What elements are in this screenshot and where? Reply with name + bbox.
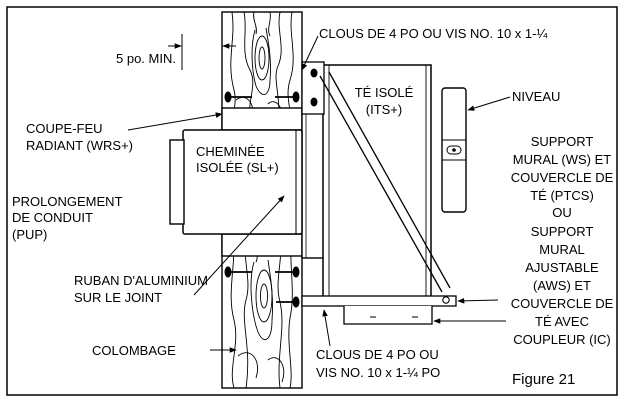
- screw-icon: [310, 97, 318, 107]
- label-tape-2: SUR LE JOINT: [74, 290, 162, 305]
- label-chimney-2: ISOLÉE (SL+): [196, 160, 279, 175]
- label-insulated-tee-2: (ITS+): [366, 102, 402, 117]
- insulated-chimney: [182, 129, 303, 235]
- label-support-2: MURAL (WS) ET: [513, 152, 612, 167]
- label-min-clearance: 5 po. MIN.: [116, 51, 176, 66]
- label-support-8: AJUSTABLE: [525, 260, 599, 275]
- figure-number: Figure 21: [512, 371, 575, 388]
- level-tool: [441, 87, 467, 213]
- label-support-6: SUPPORT: [531, 224, 594, 239]
- leader-lines: [127, 35, 511, 353]
- label-nails-top: CLOUS DE 4 PO OU VIS NO. 10 x 1-¼: [319, 26, 547, 41]
- screw-icon: [310, 68, 318, 78]
- label-extension-1: PROLONGEMENT: [12, 194, 123, 209]
- label-stud: COLOMBAGE: [92, 343, 176, 358]
- label-support-3: COUVERCLE DE: [511, 170, 614, 185]
- fasteners: [224, 68, 318, 308]
- label-nails-bottom-1: CLOUS DE 4 PO OU: [316, 347, 439, 362]
- screw-icon: [276, 296, 300, 308]
- wood-grain-lower: [230, 234, 293, 388]
- wall-stud-lower: [221, 233, 303, 389]
- label-support-9: (AWS) ET: [533, 278, 591, 293]
- firestop-plate: [301, 109, 325, 259]
- label-nails-bottom-2: VIS NO. 10 x 1-¼ PO: [316, 365, 440, 380]
- screw-icon: [224, 91, 252, 103]
- label-support-12: COUPLEUR (IC): [513, 332, 611, 347]
- screw-icon: [275, 91, 300, 103]
- pipe-extension: [169, 139, 185, 225]
- label-extension-3: (PUP): [12, 227, 47, 242]
- label-support-7: MURAL: [539, 242, 585, 257]
- label-chimney-1: CHEMINÉE: [196, 144, 265, 159]
- label-support-11: TÉ AVEC: [535, 314, 589, 329]
- clearance-dimension: [168, 34, 236, 70]
- label-firestop-2: RADIANT (WRS+): [26, 138, 133, 153]
- wall-support-bracket: [301, 61, 457, 325]
- label-level: NIVEAU: [512, 89, 560, 104]
- label-support-1: SUPPORT: [531, 134, 594, 149]
- screw-icon: [224, 266, 252, 278]
- label-extension-2: DE CONDUIT: [12, 210, 93, 225]
- label-firestop-1: COUPE-FEU: [26, 121, 103, 136]
- label-insulated-tee-1: TÉ ISOLÉ: [355, 85, 414, 100]
- insulated-tee: [322, 64, 432, 306]
- figure-frame: [6, 6, 618, 396]
- label-support-4: TÉ (PTCS): [530, 188, 594, 203]
- screw-icon: [275, 266, 300, 278]
- label-support-10: COUVERCLE DE: [511, 296, 614, 311]
- label-tape-1: RUBAN D'ALUMINIUM: [74, 273, 208, 288]
- label-support-block: SUPPORT MURAL (WS) ET COUVERCLE DE TÉ (P…: [511, 134, 614, 347]
- label-support-5: OU: [552, 205, 572, 220]
